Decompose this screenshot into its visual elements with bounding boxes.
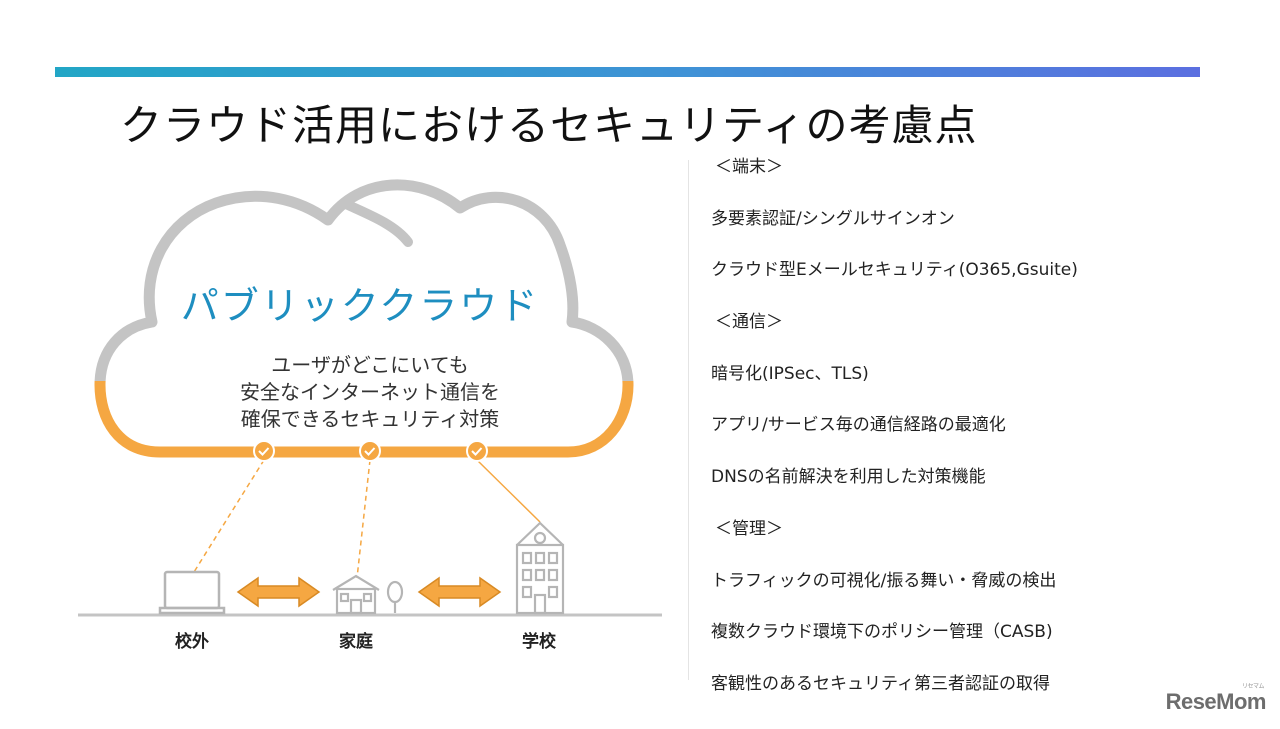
list-item: 客観性のあるセキュリティ第三者認証の取得 [711,673,1050,694]
list-item: 多要素認証/シングルサインオン [711,208,955,229]
list-item: 複数クラウド環境下のポリシー管理（CASB) [711,622,1053,643]
considerations-list: ＜端末＞ 多要素認証/シングルサインオン クラウド型Eメールセキュリティ(O36… [711,156,1078,725]
check-icon [466,440,488,462]
double-arrow-icon [236,576,321,608]
check-icon [253,440,275,462]
school-building-icon [515,521,565,615]
cloud-desc-line: 確保できるセキュリティ対策 [240,407,500,431]
cloud-inner-curve [343,200,413,247]
cloud-desc-line: 安全なインターネット通信を [240,380,500,404]
laptop-icon [158,570,226,615]
cloud-description: ユーザがどこにいても 安全なインターネット通信を 確保できるセキュリティ対策 [170,352,570,433]
section-header-device: ＜端末＞ [715,157,783,177]
tree-icon [386,580,404,613]
location-label-school: 学校 [522,632,556,652]
double-arrow-icon [417,576,502,608]
resemom-logo: ReseMom リセマム [1165,684,1267,715]
column-divider [688,160,689,680]
connector-home [356,459,371,579]
logo-subtext: リセマム [1241,684,1265,690]
list-item: トラフィックの可視化/振る舞い・脅威の検出 [711,570,1057,591]
location-label-home: 家庭 [339,632,373,652]
cloud-desc-line: ユーザがどこにいても [271,353,469,377]
connector-outside [193,459,265,573]
header-accent-bar [55,67,1200,77]
list-item: アプリ/サービス毎の通信経路の最適化 [711,415,1006,436]
logo-text: ReseMom [1165,689,1267,714]
list-item: クラウド型Eメールセキュリティ(O365,Gsuite) [711,260,1078,281]
list-item: DNSの名前解決を利用した対策機能 [711,467,986,488]
list-item: 暗号化(IPSec、TLS) [711,363,869,384]
section-header-management: ＜管理＞ [715,518,783,539]
location-label-outside: 校外 [175,632,209,652]
section-header-communication: ＜通信＞ [715,312,783,333]
connector-school [476,459,541,523]
check-icon [359,440,381,462]
cloud-title: パブリッククラウド [180,284,540,328]
slide-title: クラウド活用におけるセキュリティの考慮点 [120,101,978,150]
house-icon [332,574,380,615]
